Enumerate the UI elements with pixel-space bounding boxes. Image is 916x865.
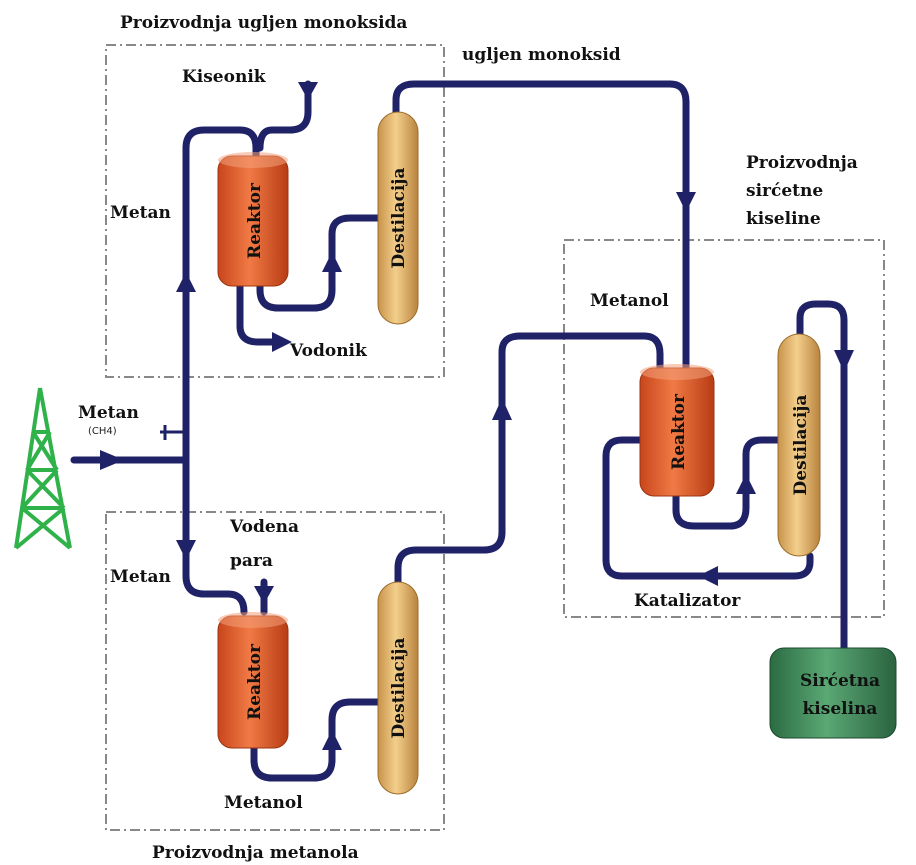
carbon-monoxide-label: ugljen monoksid [462,45,621,65]
acetic-acid-title-line1: Proizvodnja [746,153,858,173]
methane-to-methanol-reactor-pipe [182,456,248,616]
steam-label-line2: para [230,551,273,571]
acetic-reactor-label: Reaktor [669,393,689,470]
methanol-input-label: Metanol [590,291,669,311]
co-production-title: Proizvodnja ugljen monoksida [120,13,407,33]
acetic-acid-product-pipe [796,300,848,654]
methane-formula-label: (CH4) [88,426,117,437]
product-label-line2: kiselina [803,699,878,719]
co-reactor: Reaktor [217,152,289,287]
co-column-feed-arrow [322,252,342,272]
gas-tower-icon [14,387,72,550]
co-reactor-to-column-pipe [256,214,386,312]
methanol-distillation-column: Destilacija [377,581,419,795]
acetic-column-label: Destilacija [791,395,811,496]
carbon-monoxide-arrow [676,192,696,212]
acetic-reactor: Reaktor [639,364,715,497]
methane-to-co-reactor-pipe [182,126,260,464]
methane-down-arrow [176,540,196,560]
methanol-reactor-label: Reaktor [245,643,265,720]
co-column-label: Destilacija [389,168,409,269]
acetic-acid-tank: Sirćetna kiselina [769,647,897,739]
methanol-up-arrow [492,398,512,420]
acetic-column-feed-arrow [736,474,756,494]
methane-feed-arrow [100,450,124,470]
oxygen-label: Kiseonik [182,67,267,87]
methanol-reactor-to-column-pipe [250,698,386,782]
pipes [70,80,848,782]
carbon-monoxide-pipe [392,80,690,376]
methanol-production-frame [105,511,445,831]
oxygen-arrow [298,82,318,100]
methane-source-label: Metan [78,403,139,423]
hydrogen-label: Vodonik [289,341,368,361]
valve-mark [160,425,186,440]
methanol-production-title: Proizvodnja metanola [152,843,359,863]
methanol-pipe [394,332,664,588]
catalyst-label: Katalizator [634,591,741,611]
flow-arrows [100,82,854,750]
methane-bottom-label: Metan [110,567,171,587]
steam-label-line1: Vodena [229,517,299,537]
methane-top-label: Metan [110,203,171,223]
methanol-reactor: Reaktor [217,612,289,749]
methanol-output-label: Metanol [224,793,303,813]
catalyst-arrow [698,566,718,586]
methane-up-arrow [176,272,196,292]
methanol-column-feed-arrow [322,730,342,750]
acetic-acid-production-frame [563,239,885,618]
acetic-acid-title-line2: sirćetne [746,181,823,201]
steam-arrow [254,586,274,604]
acetic-distillation-column: Destilacija [777,333,821,557]
acetic-reactor-to-column-pipe [672,436,784,530]
co-distillation-column: Destilacija [377,111,419,325]
oxygen-pipe [256,80,312,152]
hydrogen-pipe [236,278,282,346]
co-production-frame [105,44,445,378]
acetic-acid-title-line3: kiseline [746,209,821,229]
product-label-line1: Sirćetna [800,671,880,691]
catalyst-recycle-pipe [602,436,814,580]
hydrogen-arrow [272,332,292,352]
product-arrow [834,350,854,372]
co-reactor-label: Reaktor [245,182,265,259]
methanol-column-label: Destilacija [389,638,409,739]
